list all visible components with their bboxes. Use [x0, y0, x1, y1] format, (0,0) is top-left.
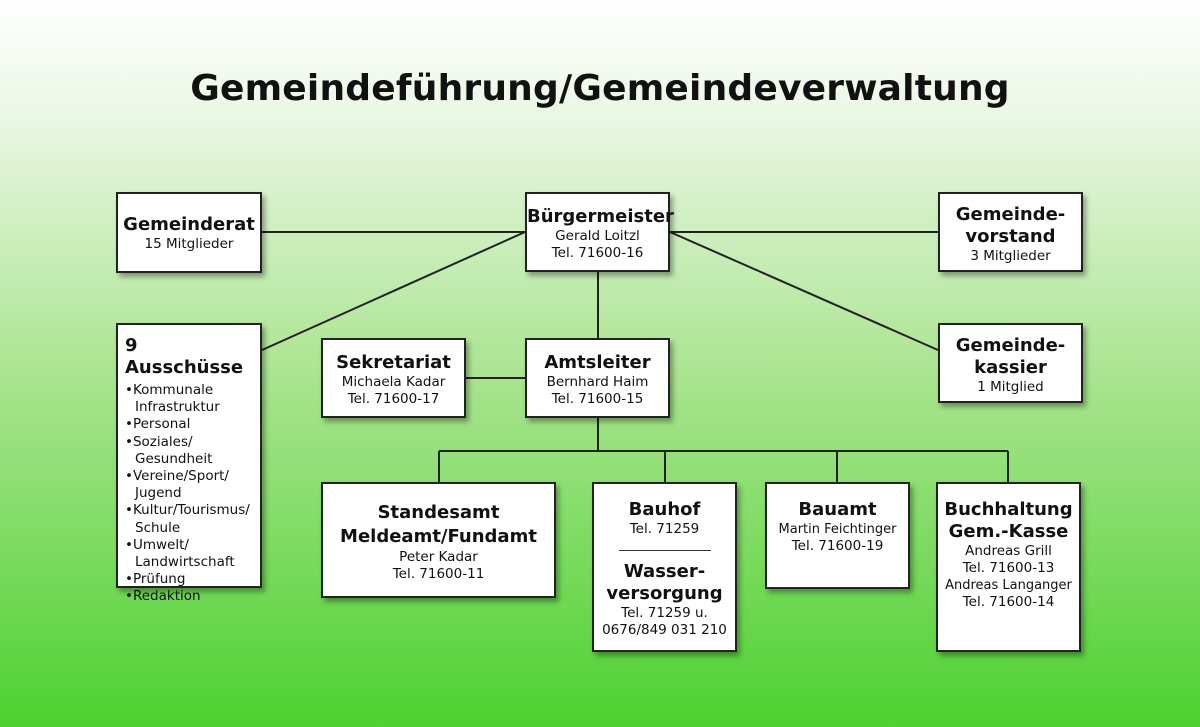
buchhaltung-name-2: Andreas Langanger	[945, 578, 1072, 593]
ausschuesse-list: Kommunale Infrastruktur Personal Soziale…	[125, 382, 254, 606]
sekretariat-tel: Tel. 71600-17	[347, 391, 440, 407]
gemeindevorstand-text: 3 Mitglieder	[970, 248, 1051, 264]
gemeinderat-box: Gemeinderat 15 Mitglieder	[116, 192, 262, 273]
sekretariat-box: Sekretariat Michaela Kadar Tel. 71600-17	[321, 338, 466, 418]
gemeindevorstand-heading-2: vorstand	[965, 226, 1056, 247]
bauamt-box: Bauamt Martin Feichtinger Tel. 71600-19	[765, 482, 910, 589]
sekretariat-heading: Sekretariat	[336, 352, 451, 373]
buchhaltung-tel-1: Tel. 71600-13	[962, 560, 1055, 576]
buergermeister-name: Gerald Loitzl	[555, 228, 640, 244]
buchhaltung-heading-2: Gem.-Kasse	[948, 521, 1069, 542]
wasserversorgung-heading-1: Wasser-	[623, 561, 706, 582]
gemeinderat-heading: Gemeinderat	[123, 214, 255, 235]
list-item: Kommunale Infrastruktur	[125, 382, 254, 416]
gemeindekassier-text: 1 Mitglied	[977, 379, 1044, 395]
standesamt-name: Peter Kadar	[399, 549, 478, 565]
buergermeister-box: Bürgermeister Gerald Loitzl Tel. 71600-1…	[525, 192, 674, 272]
gemeinderat-text: 15 Mitglieder	[144, 236, 234, 252]
bauhof-box: Bauhof Tel. 71259 Wasser- versorgung Tel…	[592, 482, 737, 652]
buergermeister-tel: Tel. 71600-16	[551, 245, 644, 261]
bauhof-heading: Bauhof	[628, 499, 701, 520]
list-item: Redaktion	[125, 588, 254, 605]
list-item: Vereine/Sport/ Jugend	[125, 468, 254, 502]
standesamt-heading-1: Standesamt	[377, 502, 500, 523]
buchhaltung-heading-1: Buchhaltung	[944, 499, 1073, 520]
list-item: Prüfung	[125, 571, 254, 588]
gemeindekassier-heading-1: Gemeinde-	[955, 335, 1066, 356]
standesamt-tel: Tel. 71600-11	[392, 566, 485, 582]
gemeindekassier-box: Gemeinde- kassier 1 Mitglied	[938, 323, 1083, 403]
bauamt-heading: Bauamt	[798, 499, 877, 520]
list-item: Umwelt/ Landwirtschaft	[125, 537, 254, 571]
amtsleiter-name: Bernhard Haim	[546, 374, 649, 390]
line-kassier	[669, 231, 939, 351]
page-title: Gemeindeführung/Gemeindeverwaltung	[190, 68, 1010, 109]
line-ausschuesse	[261, 231, 526, 351]
buchhaltung-name-1: Andreas Grill	[965, 543, 1052, 559]
list-item: Soziales/ Gesundheit	[125, 434, 254, 468]
ausschuesse-box: 9 Ausschüsse Kommunale Infrastruktur Per…	[116, 323, 262, 604]
wasserversorgung-tel-2: 0676/849 031 210	[602, 622, 727, 638]
buchhaltung-box: Buchhaltung Gem.-Kasse Andreas Grill Tel…	[936, 482, 1081, 652]
wasserversorgung-heading-2: versorgung	[606, 583, 723, 604]
standesamt-box: Standesamt Meldeamt/Fundamt Peter Kadar …	[321, 482, 556, 598]
wasserversorgung-tel-1: Tel. 71259 u.	[621, 605, 708, 621]
sekretariat-name: Michaela Kadar	[341, 374, 446, 390]
list-item: Kultur/Tourismus/ Schule	[125, 502, 254, 536]
bauamt-tel: Tel. 71600-19	[791, 538, 884, 554]
amtsleiter-tel: Tel. 71600-15	[551, 391, 644, 407]
gemeindekassier-heading-2: kassier	[974, 357, 1047, 378]
gemeindevorstand-heading-1: Gemeinde-	[955, 204, 1066, 225]
bauhof-tel: Tel. 71259	[629, 521, 700, 537]
ausschuesse-heading: 9 Ausschüsse	[125, 335, 244, 378]
buergermeister-heading: Bürgermeister	[527, 206, 674, 227]
buchhaltung-tel-2: Tel. 71600-14	[962, 594, 1055, 610]
amtsleiter-box: Amtsleiter Bernhard Haim Tel. 71600-15	[525, 338, 670, 418]
bauamt-name: Martin Feichtinger	[778, 522, 897, 537]
list-item: Personal	[125, 416, 254, 433]
divider	[618, 550, 711, 551]
gemeindevorstand-box: Gemeinde- vorstand 3 Mitglieder	[938, 192, 1083, 272]
amtsleiter-heading: Amtsleiter	[544, 352, 651, 373]
standesamt-heading-2: Meldeamt/Fundamt	[340, 526, 537, 547]
